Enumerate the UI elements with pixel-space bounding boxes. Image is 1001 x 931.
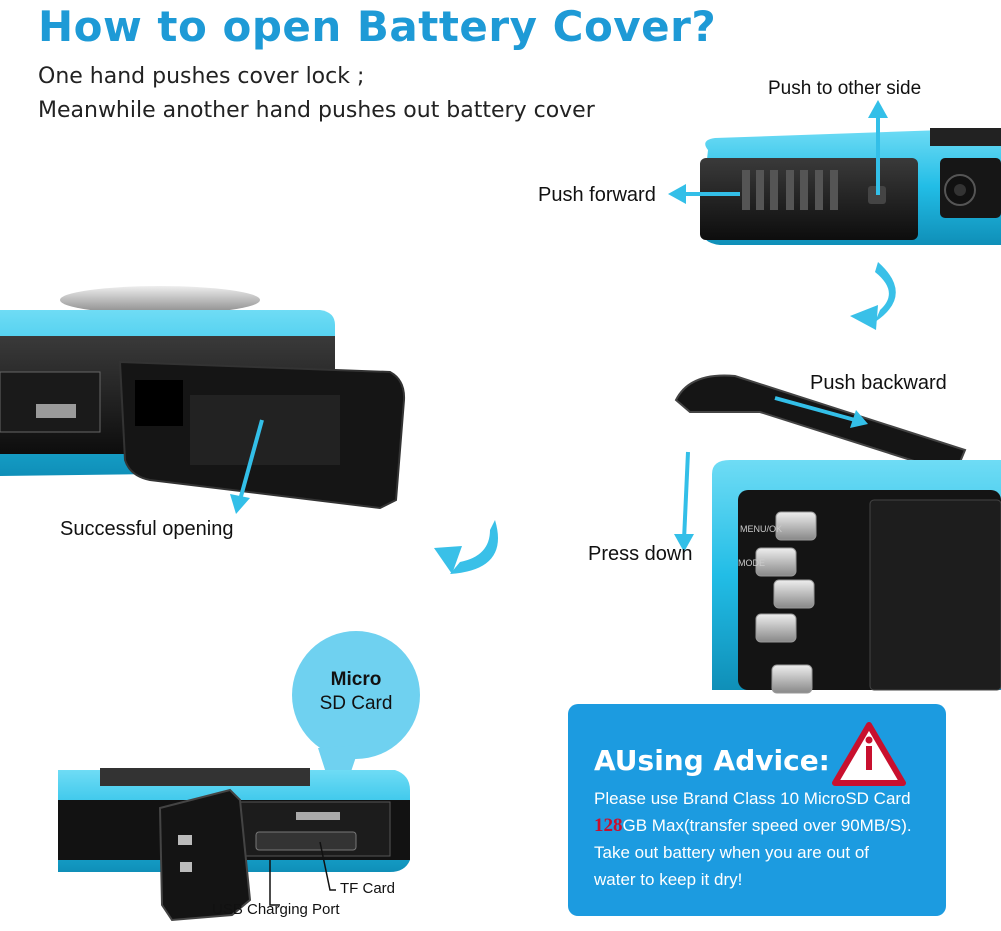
intro-text: One hand pushes cover lock ; Meanwhile a… xyxy=(38,60,595,128)
camera-back-view: MENU/OK MODE xyxy=(674,374,1001,694)
arrow-down-icon xyxy=(230,419,264,514)
page-title: How to open Battery Cover? xyxy=(38,2,717,51)
arrow-left-icon xyxy=(668,184,740,204)
advice-title: AUsing Advice: xyxy=(594,744,830,777)
camera-open-cover xyxy=(0,286,406,510)
advice-box: AUsing Advice: Please use Brand Class 10… xyxy=(568,704,946,916)
arrow-up-icon xyxy=(868,100,888,195)
button-label-mode: MODE xyxy=(738,558,765,568)
label-push-other-side: Push to other side xyxy=(768,78,922,99)
bubble-line-1: Micro xyxy=(330,669,382,690)
intro-line-2: Meanwhile another hand pushes out batter… xyxy=(38,98,595,123)
curved-arrow-icon xyxy=(434,520,498,574)
intro-line-1: One hand pushes cover lock ; xyxy=(38,64,365,89)
advice-line-4: water to keep it dry! xyxy=(594,870,743,889)
advice-line-3: Take out battery when you are out of xyxy=(594,843,870,862)
bubble-line-2: SD Card xyxy=(319,693,393,714)
bubble-text: Micro SD Card xyxy=(296,668,416,716)
button-label-menu: MENU/OK xyxy=(740,524,782,534)
arrow-down-icon xyxy=(674,451,694,552)
curved-arrow-icon xyxy=(850,262,896,330)
label-press-down: Press down xyxy=(588,543,693,565)
advice-line-2: 128GB Max(transfer speed over 90MB/S). xyxy=(594,812,924,839)
camera-ports-view xyxy=(58,768,410,922)
advice-capacity: 128 xyxy=(594,815,623,836)
label-tf-card: TF Card xyxy=(340,880,396,897)
label-push-backward: Push backward xyxy=(810,372,947,394)
advice-line-1: Please use Brand Class 10 MicroSD Card xyxy=(594,789,911,808)
camera-bottom-view xyxy=(700,128,1001,245)
warning-triangle-icon xyxy=(832,722,906,786)
label-push-forward: Push forward xyxy=(538,184,656,206)
label-successful-opening: Successful opening xyxy=(60,518,234,540)
label-usb-port: USB Charging Port xyxy=(212,901,340,918)
arrow-right-icon xyxy=(774,396,868,428)
advice-line-2-rest: GB Max(transfer speed over 90MB/S). xyxy=(622,816,912,835)
label-leader-lines xyxy=(269,841,336,906)
